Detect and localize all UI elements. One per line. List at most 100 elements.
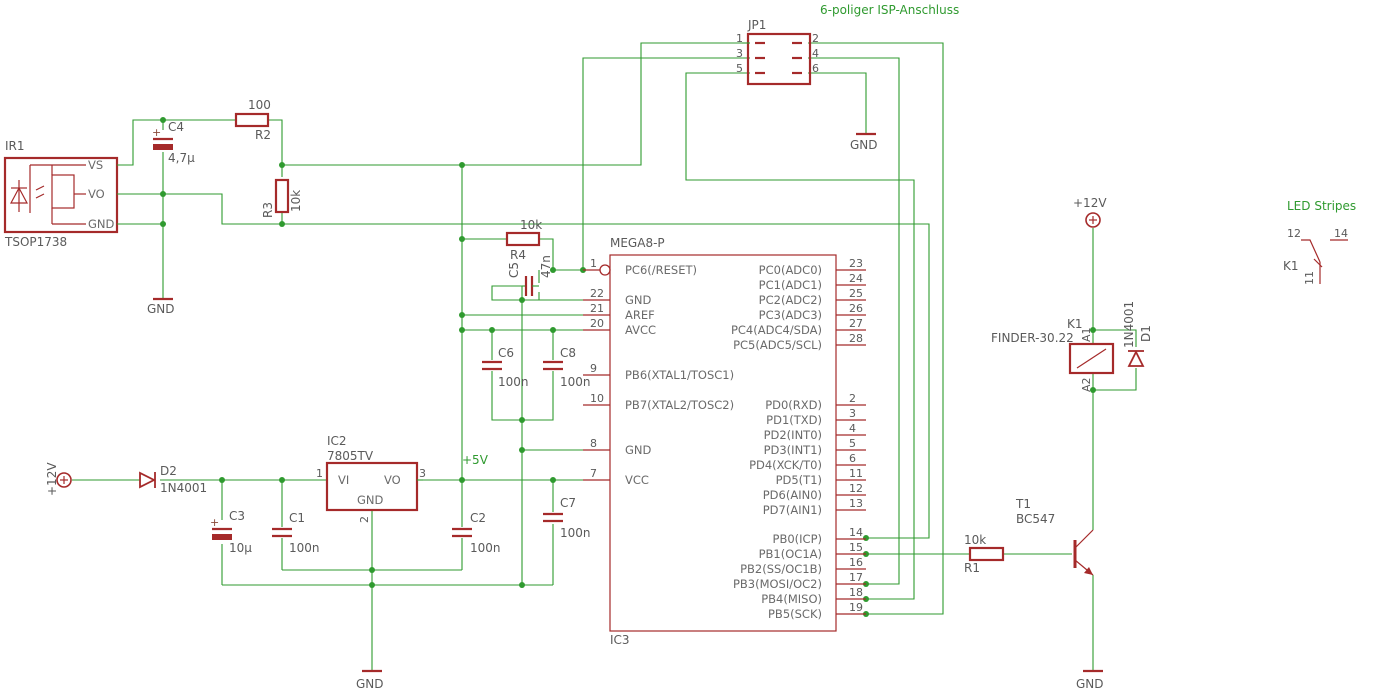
svg-text:12: 12 bbox=[1287, 227, 1301, 240]
ic3-right-pin-label: PC3(ADC3) bbox=[759, 308, 822, 322]
svg-text:R4: R4 bbox=[510, 248, 526, 262]
ic3-left-pin-number: 22 bbox=[590, 287, 604, 300]
ic3-right-pin-number: 17 bbox=[849, 571, 863, 584]
ic3-left-pin-number: 9 bbox=[590, 362, 597, 375]
t1-transistor: T1 BC547 bbox=[1015, 497, 1094, 576]
svg-text:K1: K1 bbox=[1067, 317, 1083, 331]
input-12v-connector: +12V bbox=[45, 462, 72, 496]
svg-text:10µ: 10µ bbox=[229, 541, 252, 555]
svg-text:D1: D1 bbox=[1139, 325, 1153, 342]
svg-text:C2: C2 bbox=[470, 511, 486, 525]
ir1-pin-vs: VS bbox=[88, 158, 103, 172]
gnd-symbol-supply: GND bbox=[356, 669, 384, 691]
ic3-right-pin-number: 15 bbox=[849, 541, 863, 554]
gnd-symbol-jp1: GND bbox=[850, 132, 878, 152]
svg-text:GND: GND bbox=[147, 302, 175, 316]
ic3-right-pin-label: PD4(XCK/T0) bbox=[749, 458, 822, 472]
ic3-right-pin-number: 4 bbox=[849, 422, 856, 435]
svg-text:GND: GND bbox=[357, 493, 384, 507]
ic3-right-pin-label: PD2(INT0) bbox=[764, 428, 822, 442]
junctions bbox=[160, 117, 1096, 617]
ic3-right-pin-number: 18 bbox=[849, 586, 863, 599]
ic3-right-pin-label: PC0(ADC0) bbox=[759, 263, 822, 277]
svg-text:1N4001: 1N4001 bbox=[1122, 301, 1136, 348]
svg-text:4: 4 bbox=[812, 47, 819, 60]
svg-text:100n: 100n bbox=[498, 375, 529, 389]
ic3-right-pin-number: 12 bbox=[849, 482, 863, 495]
r3-resistor: R3 10k bbox=[261, 178, 303, 218]
ic3-left-pin-label: GND bbox=[625, 443, 652, 457]
ic3-right-pin-label: PD5(T1) bbox=[776, 473, 822, 487]
ir1-name: IR1 bbox=[5, 139, 25, 153]
svg-text:6: 6 bbox=[812, 62, 819, 75]
svg-text:5: 5 bbox=[736, 62, 743, 75]
svg-text:T1: T1 bbox=[1015, 497, 1031, 511]
svg-text:10k: 10k bbox=[289, 190, 303, 212]
ic3-right-pin-label: PB0(ICP) bbox=[773, 532, 822, 546]
c7-capacitor: C7 100n bbox=[543, 496, 591, 540]
ic3-right-pin-label: PB4(MISO) bbox=[761, 592, 822, 606]
svg-text:11: 11 bbox=[1303, 271, 1316, 285]
ir1-receiver: VS VO GND IR1 TSOP1738 bbox=[3, 139, 119, 249]
svg-text:2: 2 bbox=[358, 516, 371, 523]
ic3-left-pin-label: VCC bbox=[625, 473, 649, 487]
ic2-regulator: VI VO GND IC2 7805TV 1 3 2 bbox=[316, 434, 426, 523]
c8-capacitor: C8 100n bbox=[543, 346, 591, 389]
svg-text:R2: R2 bbox=[255, 128, 271, 142]
d2-diode: D2 1N4001 bbox=[139, 464, 207, 495]
svg-text:FINDER-30.22: FINDER-30.22 bbox=[991, 331, 1074, 345]
d1-diode: 1N4001 D1 bbox=[1122, 301, 1153, 367]
ic3-right-pin-label: PB3(MOSI/OC2) bbox=[733, 577, 822, 591]
r4-resistor: 10k R4 bbox=[505, 218, 542, 262]
svg-text:R1: R1 bbox=[964, 561, 980, 575]
c3-capacitor: + C3 10µ bbox=[210, 509, 252, 555]
c4-capacitor: + C4 4,7µ bbox=[152, 120, 195, 165]
ic3-right-pin-number: 13 bbox=[849, 497, 863, 510]
svg-text:A1: A1 bbox=[1080, 327, 1093, 342]
svg-text:1: 1 bbox=[736, 32, 743, 45]
vcc-5v-label: +5V bbox=[462, 453, 489, 467]
svg-text:14: 14 bbox=[1334, 227, 1348, 240]
ic3-right-pin-label: PD6(AIN0) bbox=[763, 488, 822, 502]
svg-text:BC547: BC547 bbox=[1016, 512, 1055, 526]
svg-text:4,7µ: 4,7µ bbox=[168, 151, 195, 165]
svg-text:C4: C4 bbox=[168, 120, 184, 134]
ic3-value: MEGA8-P bbox=[610, 236, 665, 250]
svg-text:1: 1 bbox=[316, 467, 323, 480]
ir1-value: TSOP1738 bbox=[4, 235, 67, 249]
ic3-name: IC3 bbox=[610, 633, 630, 647]
ic3-right-pin-label: PB1(OC1A) bbox=[759, 547, 822, 561]
ic3-right-pin-number: 16 bbox=[849, 556, 863, 569]
svg-text:10k: 10k bbox=[964, 533, 986, 547]
ic3-left-pin-number: 7 bbox=[590, 467, 597, 480]
ic3-right-pin-label: PD7(AIN1) bbox=[763, 503, 822, 517]
svg-text:VO: VO bbox=[384, 473, 401, 487]
svg-text:100n: 100n bbox=[289, 541, 320, 555]
svg-text:C6: C6 bbox=[498, 346, 514, 360]
ic3-left-pin-label: PC6(/RESET) bbox=[625, 263, 697, 277]
ir1-pin-gnd: GND bbox=[88, 217, 115, 231]
svg-text:1N4001: 1N4001 bbox=[160, 481, 207, 495]
k1-switch-contact: 12 14 11 K1 bbox=[1283, 227, 1348, 285]
ir1-pin-vo: VO bbox=[88, 187, 105, 201]
ic3-left-pin-number: 1 bbox=[590, 257, 597, 270]
ic3-right-pin-number: 2 bbox=[849, 392, 856, 405]
isp-title: 6-poliger ISP-Anschluss bbox=[820, 3, 959, 17]
ic3-right-pin-number: 25 bbox=[849, 287, 863, 300]
svg-text:+12V: +12V bbox=[1073, 196, 1107, 210]
ic3-left-pin-number: 8 bbox=[590, 437, 597, 450]
svg-text:D2: D2 bbox=[160, 464, 177, 478]
svg-text:3: 3 bbox=[736, 47, 743, 60]
ic3-right-pin-number: 28 bbox=[849, 332, 863, 345]
ic3-right-pin-label: PC4(ADC4/SDA) bbox=[731, 323, 822, 337]
svg-text:GND: GND bbox=[850, 138, 878, 152]
ic3-left-pin-label: PB7(XTAL2/TOSC2) bbox=[625, 398, 734, 412]
svg-text:2: 2 bbox=[812, 32, 819, 45]
svg-text:+12V: +12V bbox=[45, 462, 59, 496]
svg-text:C1: C1 bbox=[289, 511, 305, 525]
svg-text:100n: 100n bbox=[560, 526, 591, 540]
ic3-left-pin-number: 20 bbox=[590, 317, 604, 330]
ic3-left-pin-label: GND bbox=[625, 293, 652, 307]
